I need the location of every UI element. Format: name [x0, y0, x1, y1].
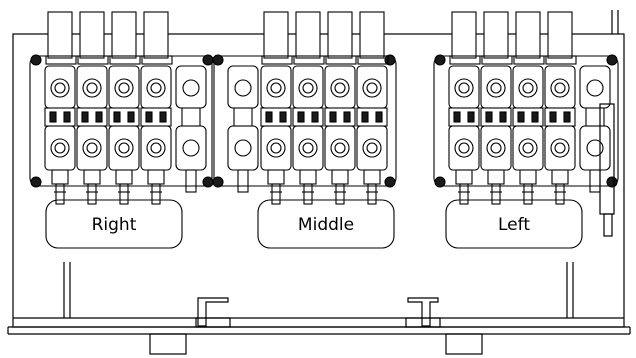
port-fitting	[87, 183, 97, 205]
label-right: Right	[91, 215, 137, 235]
valve-block-upper	[292, 65, 324, 109]
valve-right-4	[140, 11, 173, 205]
solenoid-coil	[79, 11, 105, 59]
solenoid-coil	[359, 11, 385, 59]
valve-block-lower	[140, 125, 172, 171]
corner-bolt	[434, 176, 446, 188]
side-block-middle	[227, 65, 259, 193]
valve-group-right	[29, 11, 215, 249]
valve-block-lower	[356, 125, 388, 171]
valve-block-upper	[260, 65, 292, 109]
valve-block-lower	[512, 125, 544, 171]
port-fitting	[555, 183, 565, 205]
port-fitting	[459, 183, 469, 205]
valve-block-lower	[324, 125, 356, 171]
solenoid-coil	[451, 11, 477, 59]
valve-middle-1	[260, 11, 293, 205]
valve-block-upper	[544, 65, 576, 109]
solenoid-coil	[111, 11, 137, 59]
corner-bolt	[30, 176, 42, 188]
valve-block-lower	[292, 125, 324, 171]
solenoid-coil	[515, 11, 541, 59]
valve-block-lower	[544, 125, 576, 171]
solenoid-coil	[483, 11, 509, 59]
valve-block-upper	[512, 65, 544, 109]
valve-middle-4	[356, 11, 389, 205]
corner-bolt	[434, 54, 446, 66]
label-left: Left	[498, 215, 530, 235]
valve-block-upper	[76, 65, 108, 109]
side-bracket	[599, 103, 615, 237]
corner-bolt	[606, 54, 618, 66]
valve-block-lower	[260, 125, 292, 171]
valve-right-3	[108, 11, 141, 205]
side-block-left	[579, 65, 611, 193]
label-middle: Middle	[297, 215, 355, 235]
port-fitting	[335, 183, 345, 205]
solenoid-coil	[547, 11, 573, 59]
valve-middle-2	[292, 11, 325, 205]
mounting-frame	[7, 10, 631, 335]
label-tray-middle	[257, 199, 395, 249]
mounting-bracket-right	[405, 297, 483, 355]
valve-block-upper	[108, 65, 140, 109]
valve-group-middle	[211, 11, 397, 249]
valve-block-lower	[108, 125, 140, 171]
valve-block-upper	[448, 65, 480, 109]
valve-block-upper	[356, 65, 388, 109]
port-fitting	[271, 183, 281, 205]
valve-block-lower	[480, 125, 512, 171]
corner-bolt	[212, 54, 224, 66]
corner-bolt	[606, 176, 618, 188]
valve-left-4	[544, 11, 577, 205]
valve-block-upper	[480, 65, 512, 109]
valve-block-upper	[140, 65, 172, 109]
port-fitting	[151, 183, 161, 205]
valve-block-lower	[76, 125, 108, 171]
valve-middle-3	[324, 11, 357, 205]
valve-left-1	[448, 11, 481, 205]
corner-bolt	[30, 54, 42, 66]
valve-group-left	[433, 11, 619, 249]
valve-block-upper	[324, 65, 356, 109]
side-block-right	[175, 65, 207, 193]
port-fitting	[55, 183, 65, 205]
port-fitting	[119, 183, 129, 205]
valve-right-1	[44, 11, 77, 205]
label-tray-left	[445, 199, 583, 249]
port-fitting	[523, 183, 533, 205]
port-fitting	[303, 183, 313, 205]
port-fitting	[367, 183, 377, 205]
solenoid-coil	[263, 11, 289, 59]
solenoid-coil	[47, 11, 73, 59]
valve-block-lower	[448, 125, 480, 171]
valve-right-2	[76, 11, 109, 205]
valve-left-2	[480, 11, 513, 205]
port-fitting	[491, 183, 501, 205]
valve-block-upper	[44, 65, 76, 109]
corner-bolt	[212, 176, 224, 188]
corner-bolt	[384, 176, 396, 188]
solenoid-coil	[327, 11, 353, 59]
valve-left-3	[512, 11, 545, 205]
solenoid-coil	[295, 11, 321, 59]
label-tray-right	[45, 199, 183, 249]
solenoid-coil	[143, 11, 169, 59]
valve-block-lower	[44, 125, 76, 171]
mounting-bracket-left	[149, 297, 231, 355]
